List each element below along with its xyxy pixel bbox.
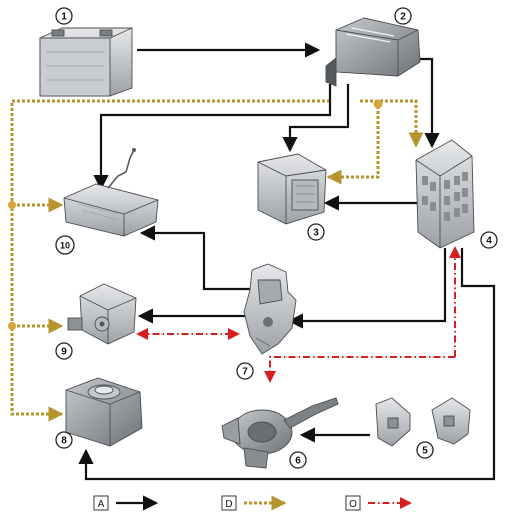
- wires-type-a: [78, 42, 496, 481]
- legend-key-o: O: [349, 499, 357, 510]
- selector-module: [65, 377, 143, 447]
- actuator: [67, 283, 137, 345]
- badge-3-label: 3: [313, 228, 319, 239]
- badge-6-label: 6: [295, 456, 301, 467]
- legend-item-o: O: [345, 495, 412, 511]
- badge-3: 3: [307, 223, 325, 241]
- paddle-shifters: [375, 397, 471, 447]
- badge-4: 4: [480, 231, 498, 249]
- badge-4-label: 4: [486, 236, 492, 247]
- cooling-module: [63, 148, 159, 237]
- wires-type-o: [136, 246, 461, 383]
- badge-8-label: 8: [61, 436, 67, 447]
- badge-5: 5: [416, 441, 434, 459]
- clockspring-module: [243, 263, 297, 355]
- badge-8: 8: [55, 431, 73, 449]
- badge-2-label: 2: [400, 12, 406, 23]
- badge-10-label: 10: [60, 241, 70, 251]
- badge-2: 2: [394, 7, 412, 25]
- badge-1-label: 1: [61, 12, 67, 23]
- power-module: [325, 17, 421, 87]
- badge-7: 7: [236, 362, 254, 380]
- legend-item-a: A: [93, 495, 159, 511]
- legend-item-d: D: [221, 495, 287, 511]
- legend-key-d: D: [225, 499, 232, 510]
- legend-key-a: A: [98, 499, 105, 510]
- badge-7-label: 7: [242, 367, 248, 378]
- wires-type-d: [8, 99, 424, 422]
- badge-9-label: 9: [61, 347, 67, 358]
- badge-10: 10: [55, 235, 75, 255]
- badge-1: 1: [55, 7, 73, 25]
- fuse-box: [415, 139, 475, 249]
- control-module: [257, 153, 327, 225]
- badge-6: 6: [289, 451, 307, 469]
- badge-9: 9: [55, 342, 73, 360]
- badge-5-label: 5: [422, 446, 428, 457]
- battery: [39, 27, 133, 97]
- steering-column-switch: [221, 397, 339, 469]
- legend: A D O: [93, 495, 412, 511]
